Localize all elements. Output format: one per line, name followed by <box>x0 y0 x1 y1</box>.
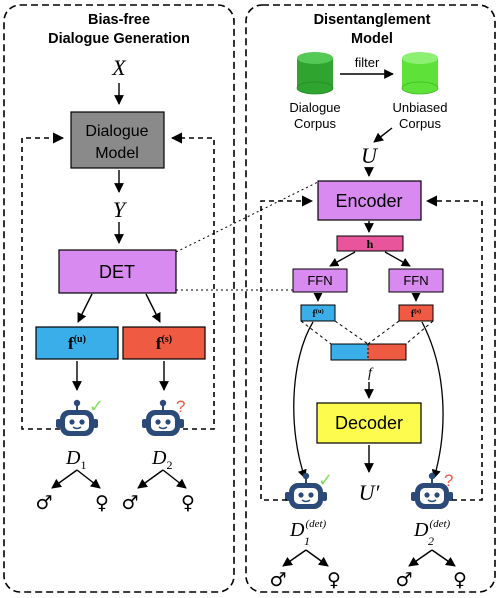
d1-label: D1 <box>65 447 86 472</box>
arrow-d2-male <box>137 469 164 489</box>
check-icon-d1: ✓ <box>89 396 104 417</box>
arrow-det-to-fs <box>145 293 161 323</box>
female-icon-d1det: ♀ <box>327 569 341 591</box>
dialogue-corpus-label-line1: Dialogue <box>289 100 340 115</box>
input-x-label: X <box>111 55 127 80</box>
fs-label-right: f(s) <box>411 308 421 320</box>
arrow-d1-male <box>51 469 78 489</box>
filter-label: filter <box>355 55 380 70</box>
fs-box-left <box>122 326 206 360</box>
feedback-loop-d1 <box>21 132 65 430</box>
unbiased-corpus-label-line2: Corpus <box>399 116 441 131</box>
d1det-subscript: 1 <box>304 534 310 548</box>
question-icon-d2: ? <box>176 397 185 416</box>
ffn-box-left <box>292 268 348 293</box>
h-label: h <box>367 237 374 251</box>
u-label: U <box>361 143 379 168</box>
male-icon-d2det: ♂ <box>395 569 412 591</box>
zoom-line-top <box>175 181 319 253</box>
det-box <box>58 249 177 294</box>
ffn-box-right <box>388 268 444 293</box>
decoder-box <box>316 402 422 444</box>
left-title-line2: Dialogue Generation <box>48 31 190 47</box>
arrow-det-to-fu <box>77 293 93 323</box>
right-panel-border <box>245 4 496 593</box>
fu-box-left <box>35 326 119 360</box>
projection-fs-to-f <box>367 320 400 345</box>
projection-fu-to-f-left <box>300 320 332 345</box>
arrow-d2det-female <box>431 549 456 567</box>
arrow-d1det-male <box>282 549 307 567</box>
feedback-loop-d1det <box>260 195 314 501</box>
output-y-label: Y <box>113 197 128 222</box>
d1det-label: D(det) <box>289 518 327 541</box>
unbiased-corpus-label-line1: Unbiased <box>393 100 448 115</box>
encoder-box <box>317 180 422 221</box>
left-title-line1: Bias-free <box>88 12 150 28</box>
arrow-fu-to-d1det <box>293 321 314 479</box>
arrow-corpus-to-u <box>373 127 393 143</box>
male-icon-d1: ♂ <box>35 492 52 514</box>
fu-label-right: f(u) <box>312 308 323 320</box>
dialogue-corpus-label-line2: Corpus <box>294 116 336 131</box>
dialogue-model-label-line1: Dialogue <box>85 123 148 140</box>
fu-label-left: f(u) <box>68 334 86 353</box>
unbiased-corpus-icon <box>401 52 439 95</box>
feedback-loop-d2det <box>425 195 483 501</box>
projection-fu-to-f <box>334 320 369 345</box>
left-panel-border <box>3 4 235 593</box>
det-label: DET <box>99 262 135 282</box>
h-box <box>336 235 404 252</box>
ffn-label-right: FFN <box>403 273 428 288</box>
fs-label-left: f(s) <box>156 334 172 353</box>
ffn-label-left: FFN <box>307 273 332 288</box>
d2det-label: D(det) <box>413 518 451 541</box>
arrow-fs-to-d2det <box>421 321 444 479</box>
fu-box-right <box>300 304 336 322</box>
arrow-d2det-male <box>408 549 433 567</box>
d2det-subscript: 2 <box>428 534 434 548</box>
decoder-label: Decoder <box>335 413 403 433</box>
check-icon-d1det: ✓ <box>318 470 333 491</box>
fs-box-right <box>398 304 434 322</box>
encoder-label: Encoder <box>335 191 402 211</box>
arrow-h-to-ffn-left <box>329 251 356 267</box>
dialogue-model-box <box>70 111 165 169</box>
dialogue-model-label-line2: Model <box>95 145 139 162</box>
male-icon-d1det: ♂ <box>269 569 286 591</box>
arrow-d1det-female <box>305 549 329 567</box>
f-label: f <box>368 366 374 381</box>
projection-fs-to-f-right <box>405 320 434 345</box>
female-icon-d2: ♀ <box>181 492 195 514</box>
d2-label: D2 <box>151 447 172 472</box>
male-icon-d2: ♂ <box>121 492 138 514</box>
arrow-d2-female <box>162 469 187 489</box>
uprime-label: U′ <box>359 480 381 505</box>
female-icon-d2det: ♀ <box>453 569 467 591</box>
combined-f-box <box>330 343 407 361</box>
arrow-d1-female <box>76 469 101 489</box>
dialogue-corpus-icon <box>296 52 334 95</box>
feedback-loop-d2 <box>170 132 215 430</box>
right-title-line1: Disentanglement <box>314 12 431 28</box>
female-icon-d1: ♀ <box>95 492 109 514</box>
right-title-line2: Model <box>351 31 393 47</box>
question-icon-d2det: ? <box>444 471 453 490</box>
arrow-h-to-ffn-right <box>384 251 411 267</box>
